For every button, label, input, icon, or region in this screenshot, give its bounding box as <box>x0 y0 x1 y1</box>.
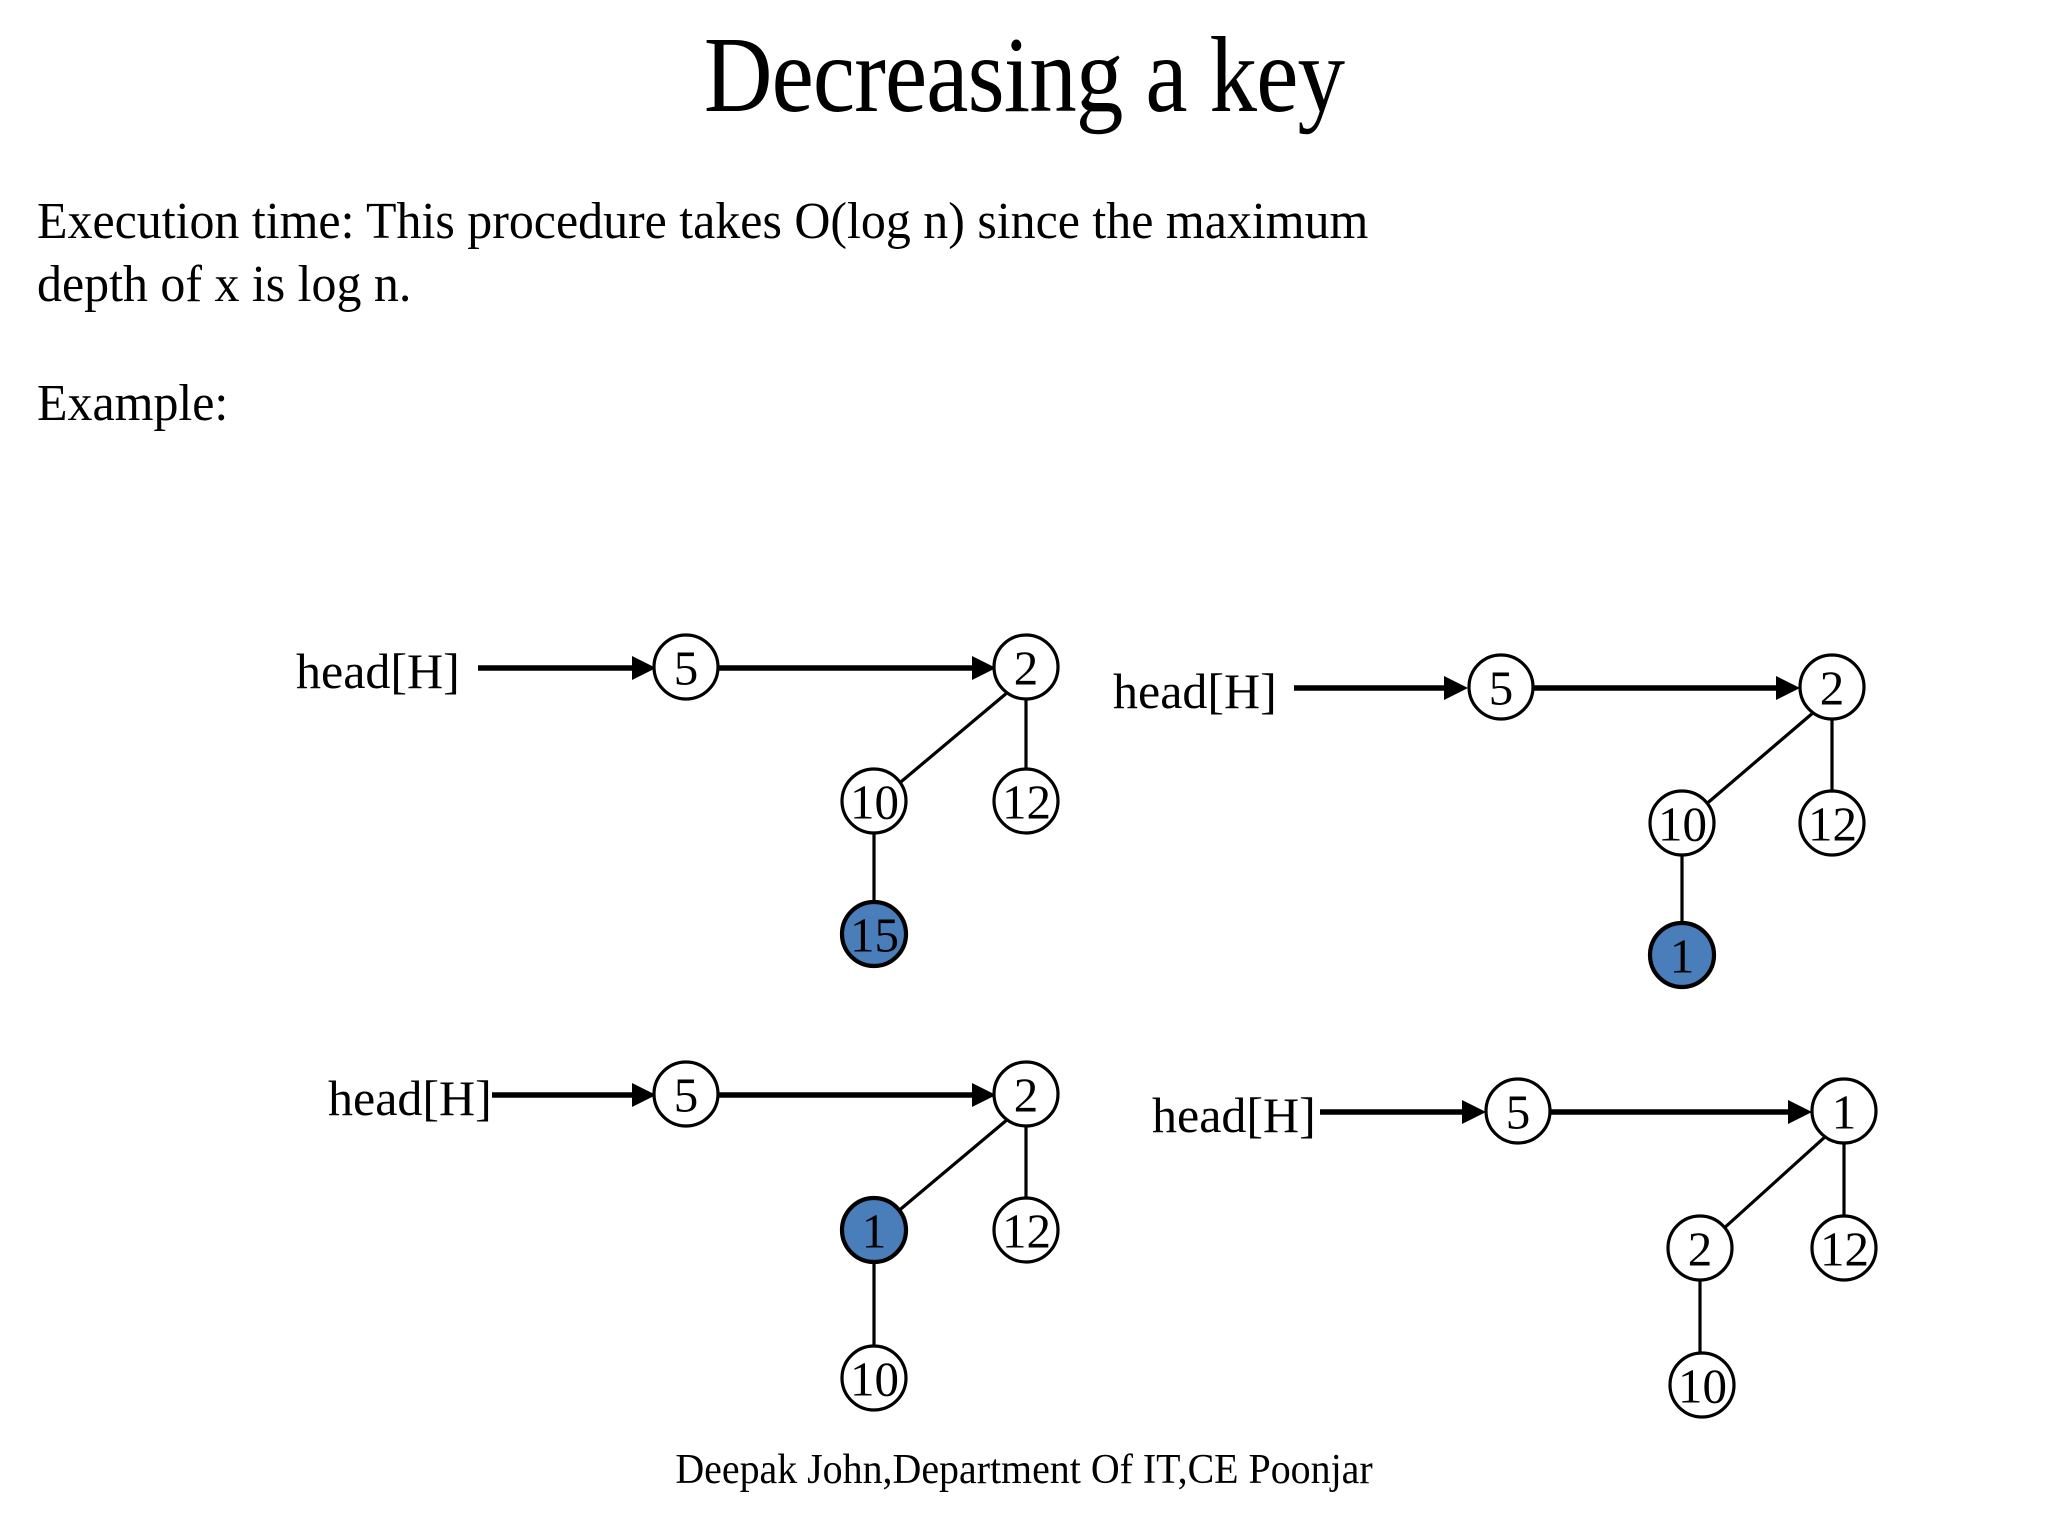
node-child-15-highlighted-1: 15 <box>839 899 909 969</box>
diagram-step-4: head[H] 5 1 2 <box>1152 1077 1878 1419</box>
edge-1-to-2-4 <box>1720 1134 1828 1232</box>
node-label-root-1-4: 1 <box>1832 1085 1857 1140</box>
execution-time-paragraph: Execution time: This procedure takes O(l… <box>37 190 1914 317</box>
node-label-root-2-1: 2 <box>1014 641 1039 696</box>
node-label-child-15-1: 15 <box>850 908 899 963</box>
head-pointer-label-3: head[H] <box>328 1070 492 1126</box>
edge-2-to-10-2 <box>1702 710 1816 808</box>
node-child-1-highlighted-2: 1 <box>1647 920 1717 990</box>
node-label-child-10-2: 10 <box>1658 797 1707 852</box>
node-child-12-4: 12 <box>1810 1214 1878 1282</box>
node-label-child-12-1: 12 <box>1002 775 1051 830</box>
node-child-2-4: 2 <box>1666 1214 1734 1282</box>
node-label-child-12-3: 12 <box>1002 1204 1051 1259</box>
head-arrow-head-4 <box>1462 1100 1486 1124</box>
node-child-10-3: 10 <box>840 1344 908 1412</box>
node-label-root-5-4: 5 <box>1506 1085 1531 1140</box>
node-root-5-2: 5 <box>1467 653 1535 721</box>
node-label-child-1-2: 1 <box>1670 929 1695 984</box>
node-root-2-1: 2 <box>992 633 1060 701</box>
node-child-12-3: 12 <box>992 1196 1060 1264</box>
node-root-1-4: 1 <box>1810 1077 1878 1145</box>
node-child-12-1: 12 <box>992 767 1060 835</box>
head-pointer-label-4: head[H] <box>1152 1087 1316 1143</box>
head-pointer-label-2: head[H] <box>1113 663 1277 719</box>
node-label-root-2-3: 2 <box>1014 1068 1039 1123</box>
node-label-root-5-1: 5 <box>674 641 699 696</box>
head-pointer-label-1: head[H] <box>296 643 460 699</box>
diagram-step-3: head[H] 5 2 1 <box>328 1060 1060 1412</box>
node-label-child-12-4: 12 <box>1820 1222 1869 1277</box>
node-label-root-5-3: 5 <box>674 1068 699 1123</box>
edge-2-to-1-3 <box>894 1117 1010 1215</box>
edge-2-to-10-1 <box>894 690 1010 788</box>
execution-time-line-1: Execution time: This procedure takes O(l… <box>37 193 1369 250</box>
root-link-arrow-head-4 <box>1788 1100 1812 1124</box>
root-link-arrow-head-2 <box>1776 676 1800 700</box>
head-arrow-head-2 <box>1444 676 1468 700</box>
node-root-2-2: 2 <box>1798 653 1866 721</box>
node-root-5-4: 5 <box>1484 1077 1552 1145</box>
node-label-child-10-3: 10 <box>850 1352 899 1407</box>
node-child-1-highlighted-3: 1 <box>839 1195 909 1265</box>
node-label-root-2-2: 2 <box>1820 661 1845 716</box>
node-child-10-2: 10 <box>1648 789 1716 857</box>
head-arrow-head-3 <box>632 1083 656 1107</box>
node-label-child-1-3: 1 <box>862 1204 887 1259</box>
node-child-12-2: 12 <box>1798 789 1866 857</box>
example-label: Example: <box>37 375 229 432</box>
head-arrow-head-1 <box>632 656 656 680</box>
page-title: Decreasing a key <box>703 16 1345 135</box>
diagram-step-2: head[H] 5 2 10 <box>1113 653 1866 990</box>
node-root-2-3: 2 <box>992 1060 1060 1128</box>
node-label-child-10-4: 10 <box>1678 1359 1727 1414</box>
node-label-child-12-2: 12 <box>1808 797 1857 852</box>
diagram-step-1: head[H] 5 2 10 <box>296 633 1060 969</box>
node-child-10-4: 10 <box>1668 1351 1736 1419</box>
node-label-child-10-1: 10 <box>850 775 899 830</box>
node-label-child-2-4: 2 <box>1688 1222 1713 1277</box>
execution-time-line-2: depth of x is log n. <box>37 256 412 314</box>
node-root-5-3: 5 <box>652 1060 720 1128</box>
slide-footer: Deepak John,Department Of IT,CE Poonjar <box>675 1447 1373 1493</box>
root-link-arrow-head-1 <box>972 656 996 680</box>
node-label-root-5-2: 5 <box>1489 661 1514 716</box>
root-link-arrow-head-3 <box>972 1083 996 1107</box>
node-root-5-1: 5 <box>652 633 720 701</box>
node-child-10-1: 10 <box>840 767 908 835</box>
